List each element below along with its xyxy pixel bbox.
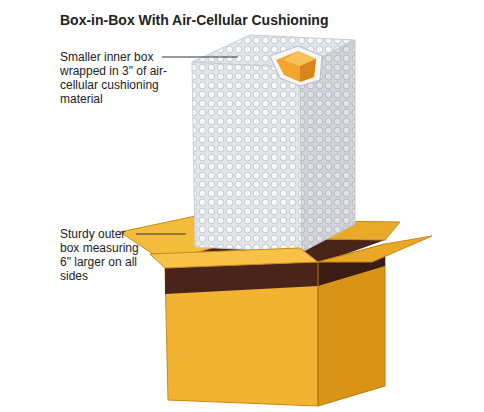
callout-label: Sturdy outer box measuring 6" larger on … [60,227,144,283]
cutaway [270,46,322,86]
bubble-shade [300,40,355,252]
box-front [165,262,318,406]
inner-box [276,51,316,82]
bubble-front [192,62,302,252]
leader-line [136,234,186,235]
bubble-side [300,40,355,252]
right-flap [318,236,432,262]
front-flap [150,248,318,268]
diagram-title: Box-in-Box With Air-Cellular Cushioning [60,12,328,28]
inner-box-side [300,59,316,82]
box-edge [318,262,319,406]
leader-line [162,57,238,58]
callout-label: Smaller inner box wrapped in 3" of air-c… [60,50,172,106]
box-side [318,244,385,406]
